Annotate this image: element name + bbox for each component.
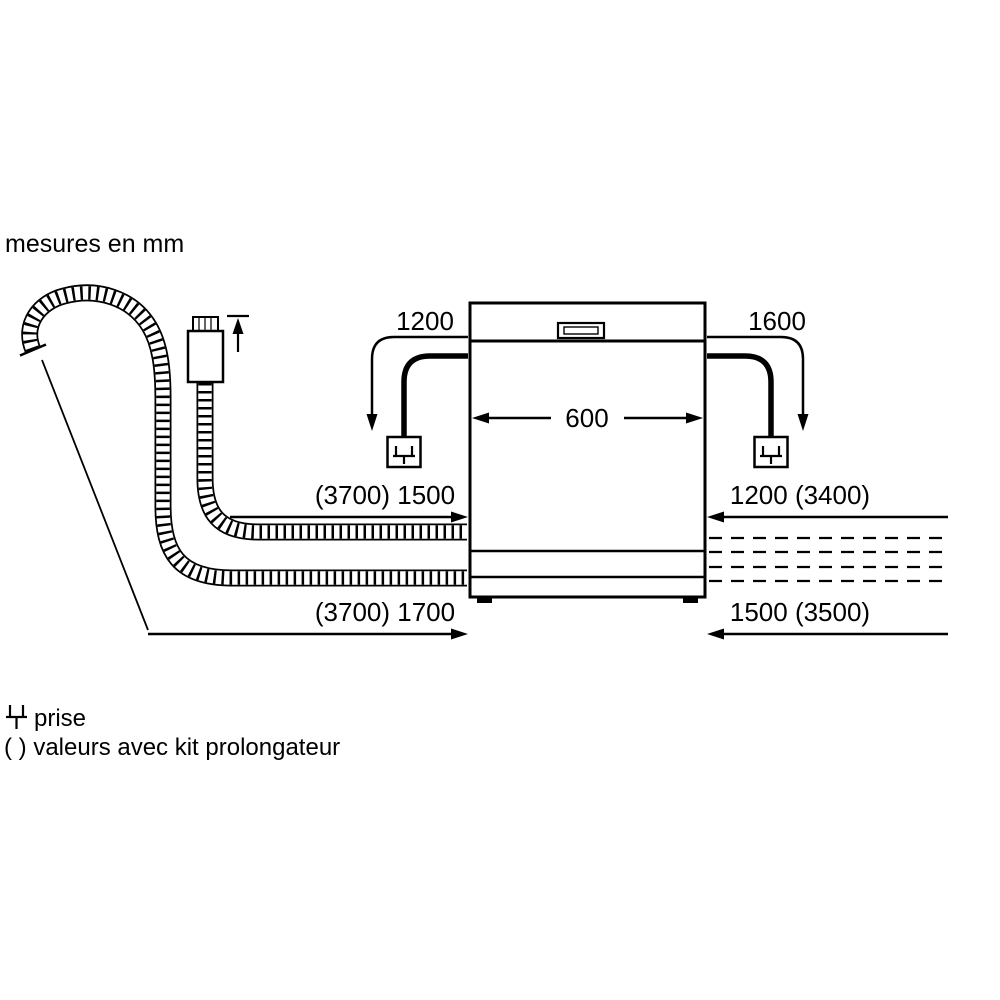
dimension-bottom-right: 1500 (3500) (707, 597, 948, 640)
dimension-label-left-cable: 1200 (396, 306, 454, 336)
dimension-mid-left: (3700) 1500 (230, 480, 468, 523)
power-socket-left (386, 435, 422, 469)
foot-left (477, 597, 492, 603)
power-cable-left (401, 353, 468, 436)
power-socket-icon (393, 446, 415, 464)
power-socket-icon (760, 446, 782, 464)
dimension-mid-right: 1200 (3400) (707, 480, 948, 523)
dishwasher-outline (468, 301, 707, 599)
cable-dimension-right: 1600 (707, 306, 809, 431)
supply-hose (196, 383, 467, 541)
display-inner (563, 326, 599, 335)
power-socket-right (753, 435, 789, 469)
width-dimension: 600 (472, 403, 703, 433)
dimension-label-right-cable: 1600 (748, 306, 806, 336)
reference-diagonal (41, 359, 149, 631)
drain-hose (19, 284, 467, 587)
foot-right (683, 597, 698, 603)
socket-legend-icon (6, 705, 27, 729)
dimension-label-bottom-right: 1500 (3500) (730, 597, 870, 627)
dishwasher (468, 301, 707, 603)
dimension-label-width: 600 (565, 403, 608, 433)
tap-fitting (192, 316, 219, 332)
cable-dimension-left: 1200 (366, 306, 468, 431)
legend-socket-label: prise (34, 705, 86, 732)
dimension-bottom-left: (3700) 1700 (41, 359, 468, 640)
hose-continuation-dashed (709, 536, 947, 583)
display-window (556, 321, 606, 340)
legend: prise ( ) valeurs avec kit prolongateur (4, 705, 340, 761)
legend-extension-note: ( ) valeurs avec kit prolongateur (4, 734, 340, 761)
tap-height-arrow (227, 314, 249, 352)
aquastop-valve (186, 316, 225, 384)
power-cable-right (707, 353, 774, 436)
dimension-label-mid-left: (3700) 1500 (315, 480, 455, 510)
dimension-label-bottom-left: (3700) 1700 (315, 597, 455, 627)
diagram-title: mesures en mm (5, 230, 184, 258)
hose-end-cap (19, 343, 47, 357)
dimension-label-mid-right: 1200 (3400) (730, 480, 870, 510)
